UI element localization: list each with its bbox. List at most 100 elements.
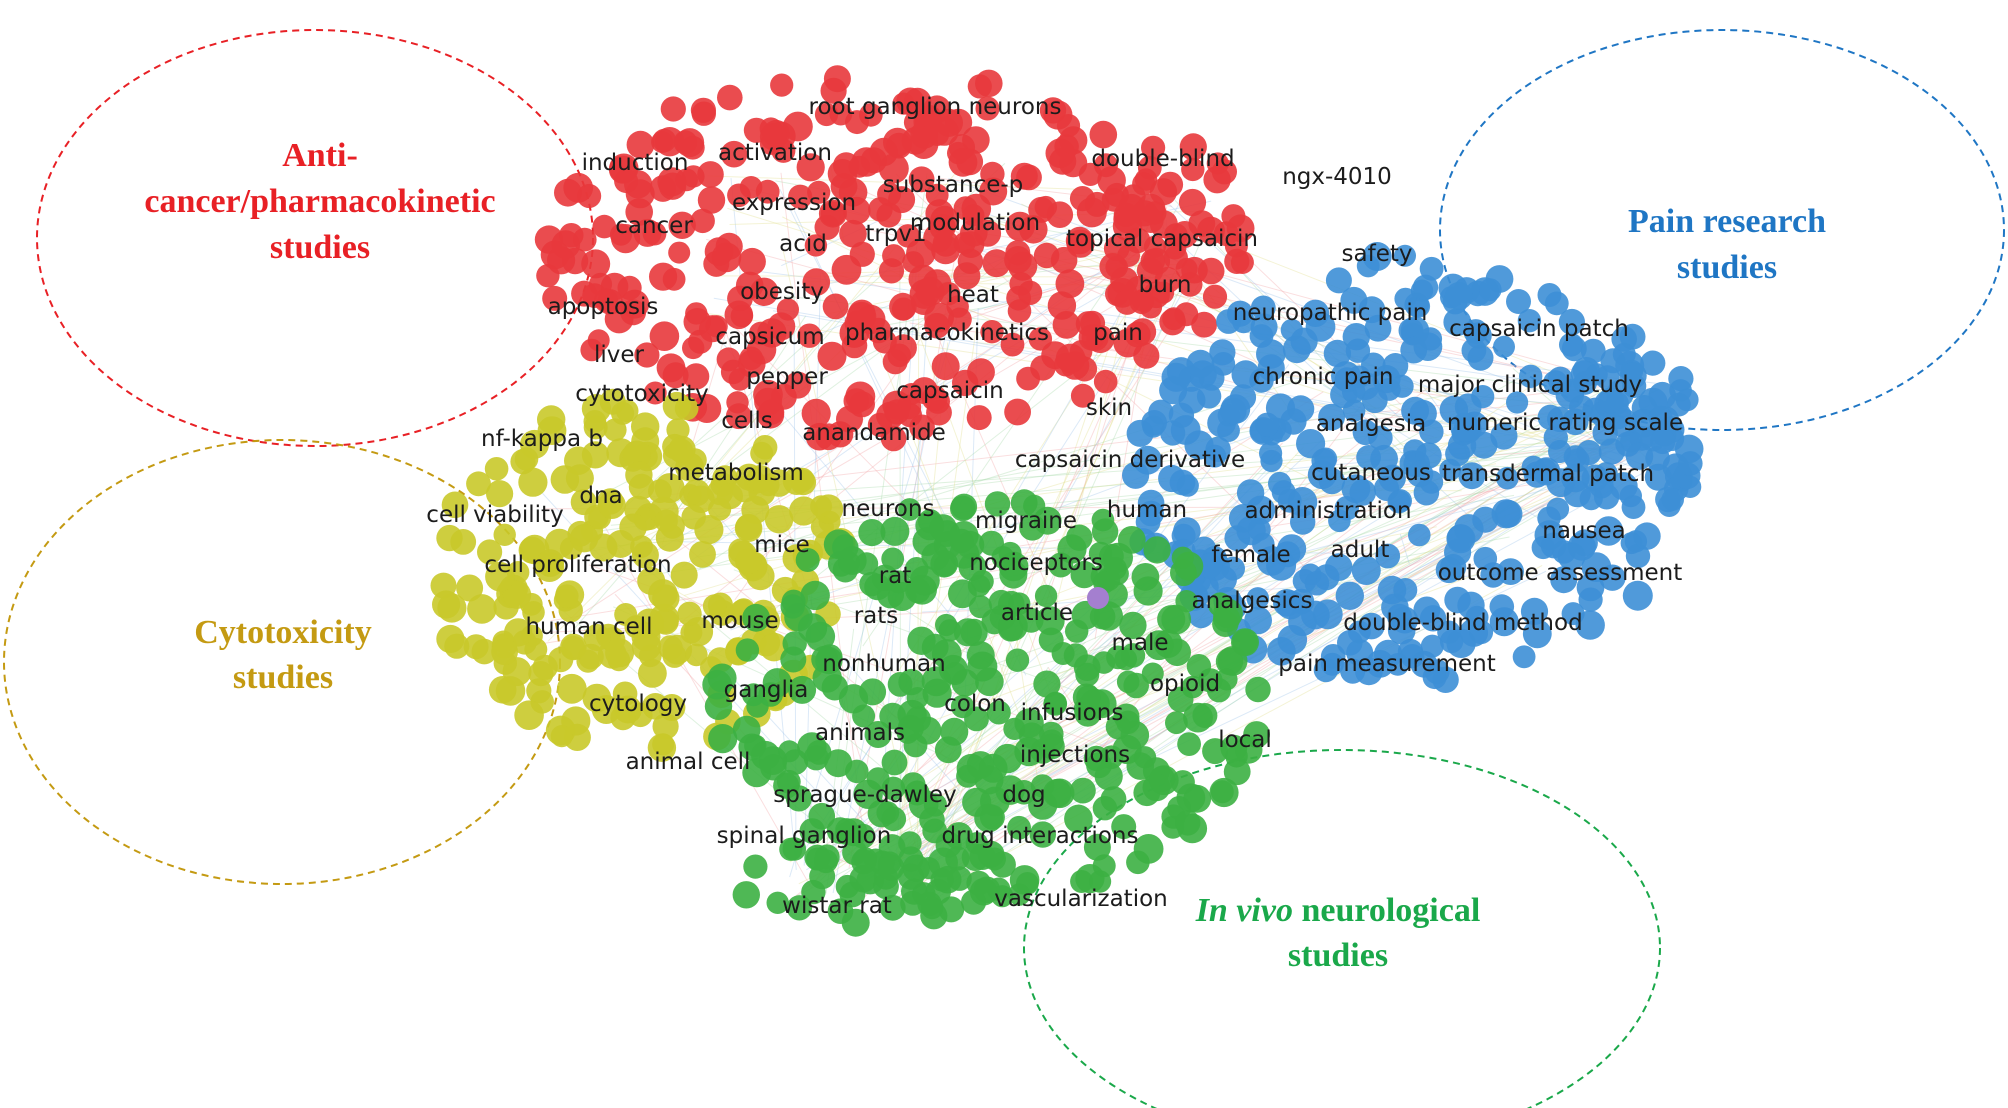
keyword-node xyxy=(1678,451,1703,476)
keyword-node xyxy=(614,169,639,194)
keyword-node xyxy=(759,632,789,662)
keyword-node xyxy=(1007,815,1031,840)
keyword-node xyxy=(1249,368,1274,393)
keyword-node xyxy=(1094,153,1118,178)
keyword-node xyxy=(1277,488,1302,513)
keyword-node xyxy=(1444,282,1473,310)
keyword-node xyxy=(1029,821,1057,848)
keyword-node xyxy=(1439,629,1464,654)
keyword-node xyxy=(980,320,1004,344)
keyword-node xyxy=(477,539,503,565)
keyword-node xyxy=(1141,662,1164,685)
term-label: cancer xyxy=(615,213,693,239)
keyword-node xyxy=(925,199,954,228)
keyword-node xyxy=(858,519,886,547)
keyword-node xyxy=(1197,257,1225,285)
term-label: human cell xyxy=(525,614,652,640)
term-label: adult xyxy=(1331,537,1390,563)
keyword-node xyxy=(1325,267,1352,294)
keyword-node xyxy=(1181,675,1204,699)
keyword-node xyxy=(1345,338,1371,363)
keyword-node xyxy=(950,694,975,719)
keyword-node xyxy=(484,457,509,481)
keyword-node xyxy=(1394,287,1417,310)
keyword-node xyxy=(1220,734,1248,762)
keyword-node xyxy=(1196,384,1222,409)
keyword-node xyxy=(1625,543,1651,569)
keyword-node xyxy=(680,135,705,160)
term-label: neurons xyxy=(842,496,935,522)
keyword-node xyxy=(1116,670,1140,694)
keyword-node xyxy=(605,638,635,668)
keyword-node xyxy=(1034,195,1058,219)
keyword-node xyxy=(878,834,906,861)
keyword-node xyxy=(436,624,465,654)
keyword-node xyxy=(682,336,705,360)
keyword-node xyxy=(817,341,847,371)
keyword-node xyxy=(1473,546,1498,571)
keyword-node xyxy=(617,275,642,300)
term-label: topical capsaicin xyxy=(1066,226,1258,252)
keyword-node xyxy=(1593,516,1624,546)
keyword-node xyxy=(1188,602,1214,629)
keyword-node xyxy=(1561,408,1589,436)
keyword-node xyxy=(1561,602,1585,626)
keyword-node xyxy=(1422,665,1447,690)
keyword-node xyxy=(1033,670,1061,698)
keyword-node xyxy=(1093,369,1118,394)
keyword-node xyxy=(881,547,905,571)
keyword-node xyxy=(852,704,876,728)
yellow-cluster-title-line: studies xyxy=(233,659,333,696)
term-label: analgesics xyxy=(1192,588,1313,614)
green-cluster-ellipse xyxy=(1023,749,1661,1108)
keyword-node xyxy=(1179,133,1207,161)
term-label: nf-kappa b xyxy=(481,426,603,452)
keyword-node xyxy=(822,293,849,320)
term-label: ngx-4010 xyxy=(1282,164,1392,190)
keyword-node xyxy=(1512,645,1536,669)
keyword-node xyxy=(717,84,743,111)
keyword-node xyxy=(1070,383,1095,408)
blue-cluster-ellipse xyxy=(1439,29,2005,431)
keyword-node xyxy=(897,863,925,890)
keyword-node xyxy=(570,489,597,516)
keyword-node xyxy=(1450,412,1480,442)
keyword-node xyxy=(652,128,677,153)
keyword-node xyxy=(1579,487,1603,511)
keyword-node xyxy=(776,769,801,794)
keyword-node xyxy=(1393,578,1418,602)
keyword-node xyxy=(707,663,737,693)
keyword-node xyxy=(1318,403,1345,431)
keyword-node xyxy=(1159,376,1188,405)
keyword-node xyxy=(598,491,626,519)
term-label: cell proliferation xyxy=(484,552,671,578)
keyword-node xyxy=(907,574,937,605)
keyword-node xyxy=(1070,870,1094,893)
keyword-node xyxy=(824,749,853,778)
keyword-node xyxy=(703,250,730,277)
term-label: pain xyxy=(1093,320,1143,346)
keyword-node xyxy=(1197,553,1223,579)
keyword-node xyxy=(974,803,1003,833)
keyword-node xyxy=(859,678,887,706)
keyword-node xyxy=(1005,211,1035,242)
term-label: skin xyxy=(1086,395,1132,421)
keyword-node xyxy=(569,524,599,553)
keyword-node xyxy=(642,221,667,246)
keyword-node xyxy=(550,725,573,748)
keyword-node xyxy=(859,103,883,127)
keyword-node xyxy=(908,166,935,193)
keyword-node xyxy=(1035,606,1065,636)
cooccurrence-link xyxy=(801,263,1181,855)
keyword-node xyxy=(432,590,461,619)
keyword-node xyxy=(638,659,667,688)
keyword-node xyxy=(520,429,549,459)
keyword-node xyxy=(1206,678,1232,703)
keyword-node xyxy=(689,541,716,568)
keyword-node xyxy=(844,310,870,336)
keyword-node xyxy=(998,551,1029,582)
yellow-cluster-title: Cytotoxicity studies xyxy=(194,614,372,696)
keyword-node xyxy=(555,584,579,608)
keyword-node xyxy=(668,211,696,239)
